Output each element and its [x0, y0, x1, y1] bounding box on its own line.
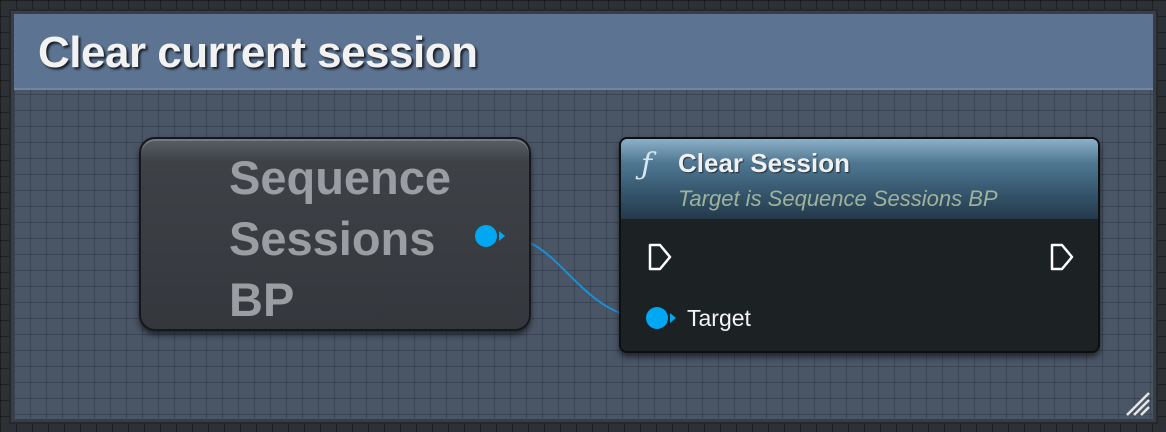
- variable-node[interactable]: Sequence Sessions BP: [139, 137, 531, 331]
- object-output-pin-icon[interactable]: [473, 224, 507, 250]
- comment-header[interactable]: Clear current session: [14, 14, 1153, 90]
- comment-title[interactable]: Clear current session: [38, 28, 478, 77]
- function-icon: ƒ: [641, 147, 653, 182]
- variable-node-title: Sequence Sessions BP: [229, 147, 489, 330]
- target-input-pin-icon[interactable]: [643, 305, 679, 331]
- resize-grip-icon[interactable]: [1121, 387, 1151, 417]
- function-node-header[interactable]: ƒ Clear Session Target is Sequence Sessi…: [621, 139, 1098, 219]
- function-node-title: Clear Session: [678, 148, 850, 178]
- function-node[interactable]: ƒ Clear Session Target is Sequence Sessi…: [619, 137, 1100, 353]
- variable-title-line: Sequence: [229, 151, 452, 204]
- exec-input-pin-icon[interactable]: [647, 243, 673, 271]
- variable-title-line: Sessions: [229, 212, 436, 265]
- target-pin-label: Target: [687, 305, 751, 331]
- function-node-subtitle: Target is Sequence Sessions BP: [678, 186, 998, 211]
- exec-output-pin-icon[interactable]: [1049, 243, 1075, 271]
- variable-title-line: BP: [229, 273, 295, 326]
